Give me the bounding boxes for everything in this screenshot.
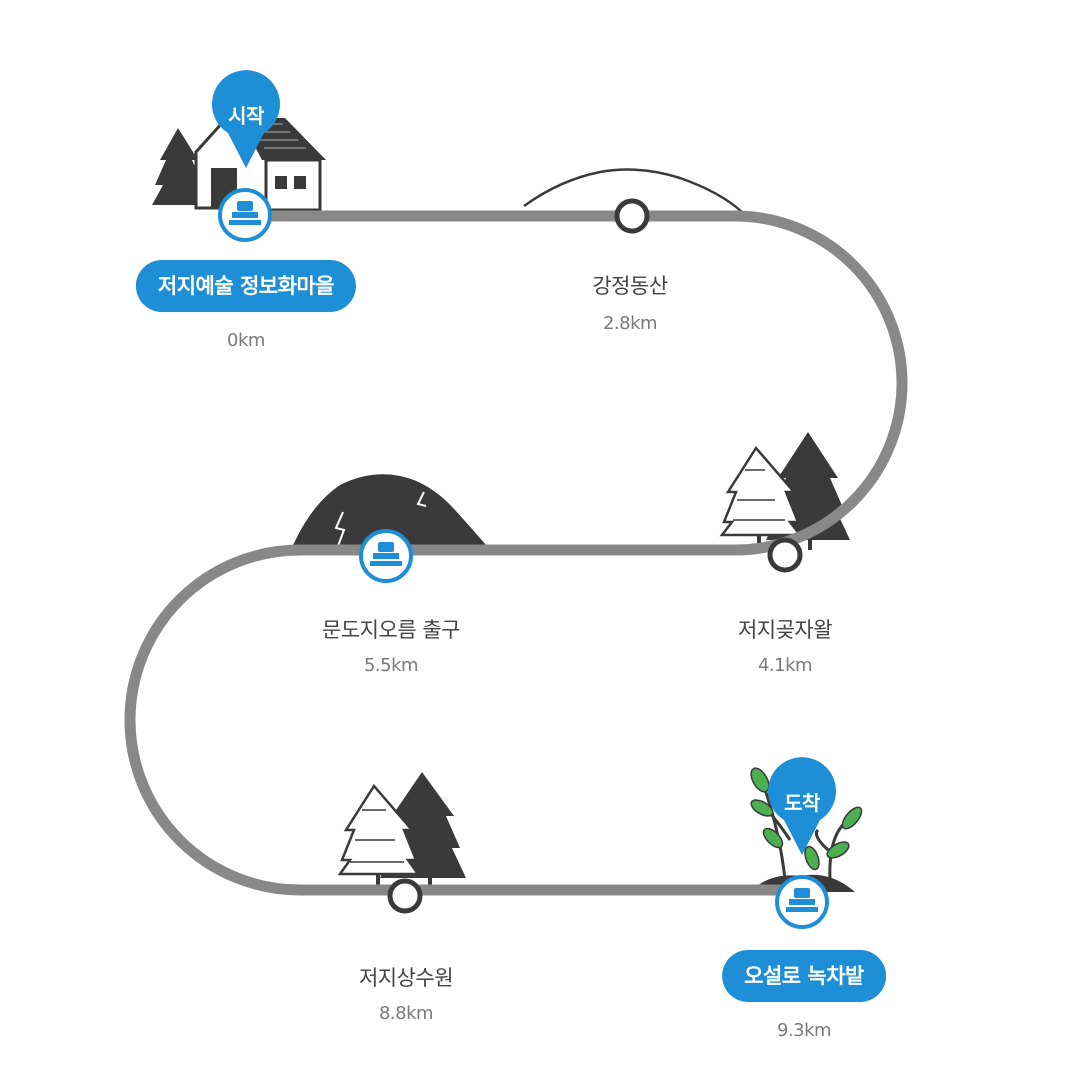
end-badge: 도착 — [784, 791, 820, 815]
mountain-icon — [290, 474, 492, 552]
stop-label: 저지곶자왈 — [737, 618, 833, 642]
location-pin-icon — [768, 757, 836, 855]
start-badge: 시작 — [228, 104, 264, 128]
stamp-station-icon — [218, 188, 272, 242]
stop-label: 저지상수원 — [358, 966, 454, 990]
location-pin-icon — [212, 70, 280, 168]
stop-distance: 4.1km — [757, 655, 813, 676]
stop-label: 문도지오름 출구 — [322, 618, 460, 642]
stamp-station-icon — [775, 875, 829, 929]
waypoint-marker — [614, 198, 650, 234]
route-path — [124, 210, 908, 896]
stop-label: 강정동산 — [592, 274, 668, 298]
trees-icon — [337, 772, 466, 890]
waypoint-marker — [767, 537, 803, 573]
stop-distance: 9.3km — [776, 1020, 832, 1041]
stop-distance: 2.8km — [602, 313, 658, 334]
stop-label-start: 저지예술 정보화마을 — [135, 260, 357, 312]
stop-label-end: 오설로 녹차밭 — [722, 950, 886, 1002]
stamp-station-icon — [359, 529, 413, 583]
hill-icon — [523, 168, 743, 213]
stop-distance: 8.8km — [378, 1003, 434, 1024]
stop-distance: 5.5km — [363, 655, 419, 676]
trees-icon — [719, 432, 850, 550]
waypoint-marker — [387, 878, 423, 914]
stop-distance: 0km — [227, 330, 265, 351]
